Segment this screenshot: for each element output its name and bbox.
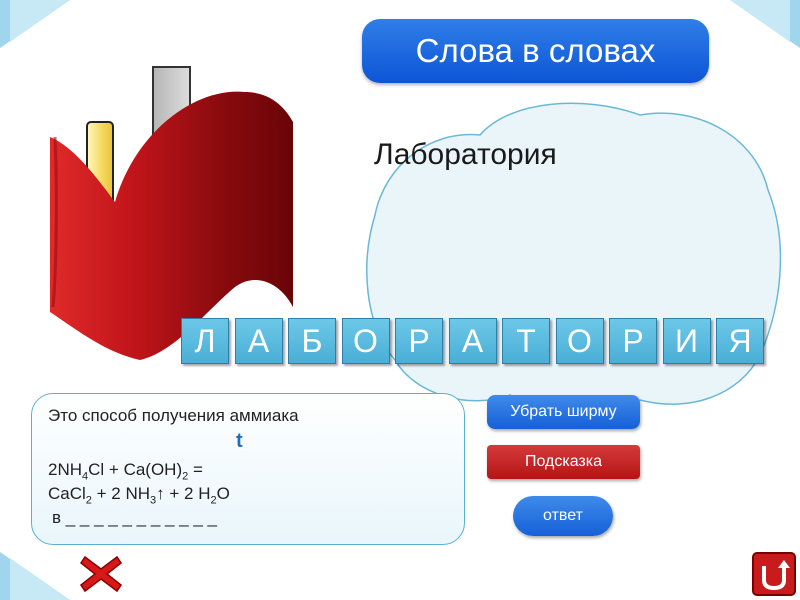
heat-symbol: t: [236, 430, 243, 452]
equation-line-2: CaCl2 + 2 NH3↑ + 2 H2O: [48, 484, 230, 507]
return-icon[interactable]: [752, 552, 796, 596]
clue-box: Это способ получения аммиака t 2NH4Cl + …: [31, 393, 465, 545]
puzzle-word: Лаборатория: [374, 138, 557, 171]
letter-tile[interactable]: О: [341, 318, 390, 364]
corner-decoration-top-left: [0, 0, 70, 48]
corner-decoration-bottom-left: [0, 552, 70, 600]
letter-tile[interactable]: А: [448, 318, 497, 364]
letter-tile[interactable]: А: [234, 318, 283, 364]
letter-tile[interactable]: Р: [609, 318, 657, 364]
flask-with-curtain-image: [50, 66, 293, 360]
letter-tile[interactable]: И: [662, 318, 711, 364]
letter-tile[interactable]: Р: [395, 318, 443, 364]
letter-tile[interactable]: Т: [502, 318, 550, 364]
corner-decoration-top-right: [730, 0, 800, 48]
letter-tile[interactable]: Я: [716, 318, 764, 364]
hint-button[interactable]: Подсказка: [487, 445, 640, 479]
answer-button[interactable]: ответ: [513, 496, 613, 536]
clue-text: Это способ получения аммиака: [48, 406, 299, 425]
letter-tile[interactable]: Б: [288, 318, 336, 364]
page-title: Слова в словах: [362, 19, 709, 83]
close-icon[interactable]: [79, 553, 123, 595]
remove-screen-button[interactable]: Убрать ширму: [487, 395, 640, 429]
letter-tile[interactable]: Л: [181, 318, 229, 364]
answer-blanks: в _ _ _ _ _ _ _ _ _ _ _: [52, 508, 217, 527]
letter-tile[interactable]: О: [555, 318, 604, 364]
equation-line-1: 2NH4Cl + Ca(OH)2 =: [48, 460, 203, 483]
letter-tiles: Л А Б О Р А Т О Р И Я: [181, 318, 770, 366]
